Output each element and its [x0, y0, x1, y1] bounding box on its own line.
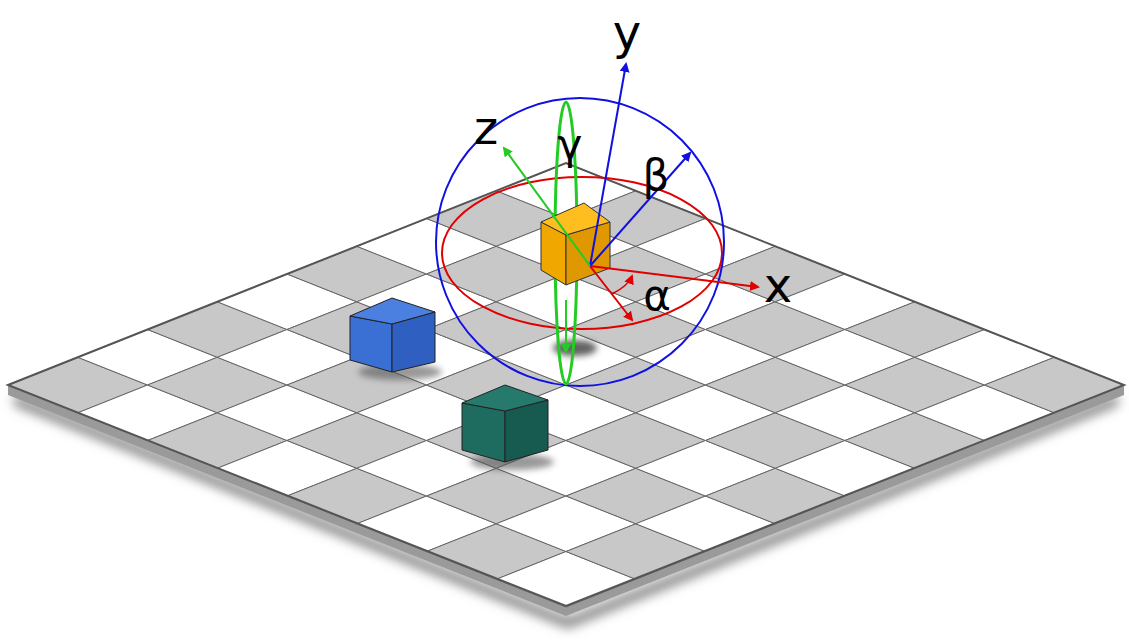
y-axis — [590, 64, 626, 266]
rotated-x-axis — [590, 266, 632, 320]
x-axis — [590, 266, 758, 287]
alpha-ring — [442, 177, 722, 329]
axis-label: x — [764, 261, 792, 309]
board-square — [985, 357, 1125, 413]
angle-label: α — [643, 275, 671, 317]
angle-label: β — [643, 155, 670, 197]
beta-ring — [436, 98, 724, 386]
gamma-arrow — [565, 300, 567, 352]
board-edge — [8, 385, 1124, 616]
green-cube — [462, 385, 548, 462]
axis-label: z — [474, 105, 498, 151]
blue-cube — [350, 298, 435, 372]
alpha-arc — [612, 276, 632, 294]
angle-label: γ — [558, 124, 583, 166]
rotated-y-axis — [590, 153, 690, 266]
axis-label: y — [613, 8, 641, 56]
